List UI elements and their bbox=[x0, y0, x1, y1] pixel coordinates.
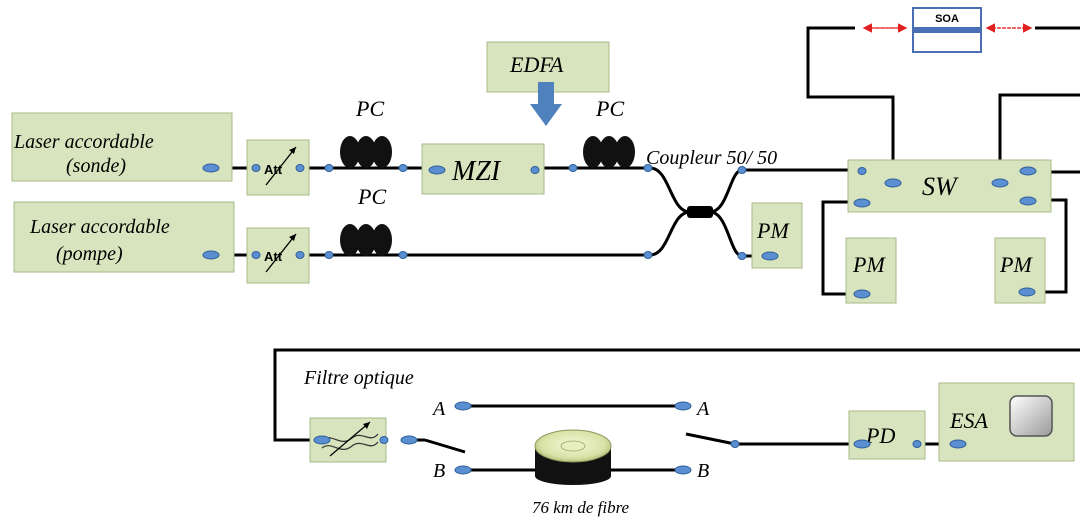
esa: ESA bbox=[938, 382, 1075, 462]
laser-probe: Laser accordable (sonde) bbox=[11, 112, 233, 182]
soa-amplifier: SOA bbox=[862, 7, 1033, 53]
sw-label: SW bbox=[922, 172, 959, 201]
laser-pump: Laser accordable (pompe) bbox=[13, 201, 235, 273]
pm-left: PM bbox=[845, 237, 897, 304]
att-top-label: Att bbox=[264, 162, 283, 177]
pc-top-right: PC bbox=[583, 96, 635, 168]
optical-switch: SW bbox=[847, 159, 1052, 213]
pc-bottom-label: PC bbox=[357, 184, 386, 209]
photodiode: PD bbox=[848, 410, 926, 460]
laser-pump-label-2: (pompe) bbox=[56, 243, 123, 265]
pm-right-label: PM bbox=[999, 252, 1033, 277]
att-bottom-label: Att bbox=[264, 249, 283, 264]
soa-label: SOA bbox=[935, 13, 959, 25]
ports bbox=[202, 163, 1037, 475]
laser-probe-label-2: (sonde) bbox=[66, 155, 126, 177]
optical-filter: Filtre optique bbox=[303, 367, 414, 463]
fiber-label: 76 km de fibre bbox=[532, 498, 630, 517]
pm-center-label: PM bbox=[756, 218, 790, 243]
edfa-label: EDFA bbox=[509, 52, 564, 77]
pc-bottom: PC bbox=[340, 184, 392, 256]
filter-label: Filtre optique bbox=[303, 367, 414, 389]
pc-top-left-label: PC bbox=[355, 96, 384, 121]
laser-probe-label-1: Laser accordable bbox=[13, 131, 154, 153]
pc-top-left: PC bbox=[340, 96, 392, 168]
edfa: EDFA bbox=[486, 41, 610, 126]
mzi-label: MZI bbox=[451, 156, 502, 187]
coupler-50-50: Coupleur 50/ 50 bbox=[646, 147, 777, 218]
fiber-spool: 76 km de fibre bbox=[532, 429, 630, 517]
pc-top-right-label: PC bbox=[595, 96, 624, 121]
a-right-label: A bbox=[695, 398, 710, 420]
b-right-label: B bbox=[697, 460, 709, 482]
b-left-label: B bbox=[433, 460, 445, 482]
esa-label: ESA bbox=[949, 408, 988, 433]
laser-pump-label-1: Laser accordable bbox=[29, 216, 170, 238]
a-left-label: A bbox=[431, 398, 446, 420]
coupler-label: Coupleur 50/ 50 bbox=[646, 147, 777, 169]
pm-left-label: PM bbox=[852, 252, 886, 277]
